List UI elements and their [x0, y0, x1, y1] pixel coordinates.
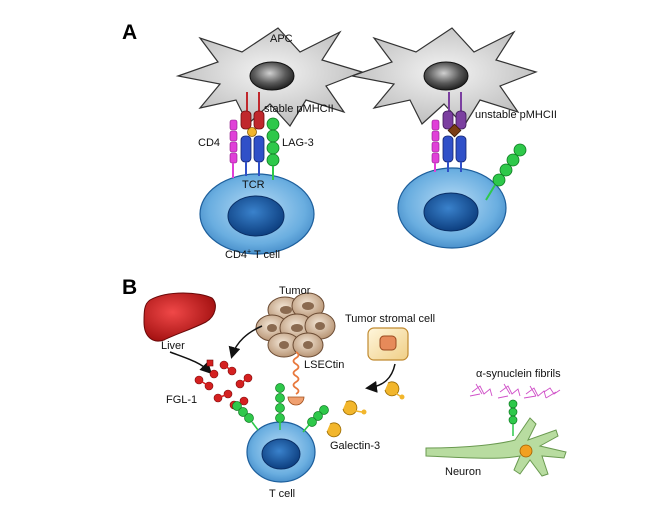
- synuclein-label: α-synuclein fibrils: [476, 368, 561, 380]
- unstable-pmhcii-molecule: [442, 92, 467, 138]
- tumor-stromal-cell-label: Tumor stromal cell: [345, 313, 436, 325]
- tcr-molecule-right: [442, 135, 467, 172]
- tumor-label: Tumor: [279, 285, 311, 297]
- cd4-molecule-right: [431, 119, 440, 172]
- liver-arrow: [169, 351, 213, 375]
- cd4-t-cell-label: CD4+ T cell: [225, 248, 281, 261]
- tcr-label: TCR: [242, 179, 265, 191]
- fgl1-molecules: [194, 359, 253, 410]
- peptide-icon: [247, 127, 257, 137]
- panel-label-b: B: [122, 276, 138, 299]
- apc-cell-right: [349, 27, 538, 127]
- alpha-synuclein-fibrils: [469, 383, 561, 399]
- neuron-icon: [425, 417, 567, 477]
- tumor-stromal-cell-icon: [367, 327, 409, 361]
- cd4-molecule-left: [229, 119, 238, 178]
- lag3-molecule-right: [485, 143, 527, 201]
- cd4-label: CD4: [198, 137, 221, 149]
- neuron-label: Neuron: [445, 466, 482, 478]
- tcr-molecule-left: [240, 135, 265, 176]
- lag3-molecule-neuron: [508, 399, 518, 436]
- t-cell-label: T cell: [269, 488, 296, 500]
- liver-label: Liver: [161, 340, 185, 352]
- unstable-peptide-icon: [447, 123, 462, 138]
- stable-pmhcii-label: stable pMHCII: [264, 103, 334, 115]
- apc-cell-left: [175, 27, 364, 127]
- galectin3-label: Galectin-3: [330, 440, 381, 452]
- t-cell-left: [199, 173, 315, 255]
- unstable-pmhcii-label: unstable pMHCII: [475, 109, 557, 121]
- lsectin-molecule: [287, 351, 305, 406]
- lsectin-label: LSECtin: [304, 359, 345, 371]
- t-cell-b: [246, 421, 316, 483]
- tumor-arrow: [228, 325, 263, 359]
- lag3-molecules-b: [232, 383, 329, 433]
- cd4-t-cell-suffix: T cell: [251, 249, 281, 261]
- panel-label-a: A: [122, 21, 138, 44]
- cd4-t-cell-prefix: CD4: [225, 249, 248, 261]
- stable-pmhcii-molecule: [240, 92, 265, 137]
- stromal-arrow: [365, 363, 396, 393]
- fgl1-label: FGL-1: [166, 394, 198, 406]
- liver-icon: [143, 292, 216, 342]
- lag3-label: LAG-3: [282, 137, 314, 149]
- cd4-t-cell-sup: +: [247, 248, 252, 256]
- galectin3-molecules: [326, 381, 405, 438]
- lag3-molecule-left: [266, 117, 280, 180]
- t-cell-right: [397, 167, 507, 249]
- tumor-icon: [255, 292, 336, 358]
- apc-label: APC: [270, 33, 293, 45]
